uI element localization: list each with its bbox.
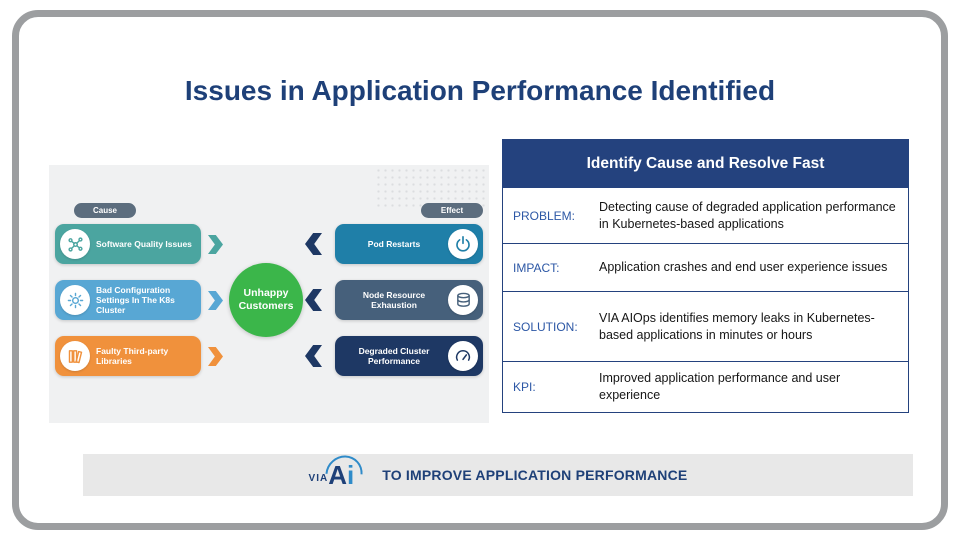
chevron-right-icon	[208, 347, 223, 366]
cause-box-label: Faulty Third-party Libraries	[96, 345, 169, 366]
identify-cause-table: Identify Cause and Resolve Fast PROBLEM:…	[502, 139, 909, 413]
cause-box-faulty-libraries: Faulty Third-party Libraries	[55, 336, 201, 376]
chevron-left-icon	[305, 233, 322, 255]
effect-box-label: Degraded Cluster Performance	[358, 345, 430, 366]
effect-box-node-resource-exhaustion: Node Resource Exhaustion	[335, 280, 483, 320]
row-label: SOLUTION:	[513, 319, 578, 334]
row-text: Improved application performance and use…	[599, 371, 841, 402]
cause-box-software-quality: Software Quality Issues	[55, 224, 201, 264]
cause-label-pill: Cause	[74, 203, 136, 218]
library-icon	[60, 341, 90, 371]
unhappy-customers-circle: Unhappy Customers	[229, 263, 303, 337]
row-label: IMPACT:	[513, 260, 560, 275]
effect-box-degraded-cluster-performance: Degraded Cluster Performance	[335, 336, 483, 376]
row-label: KPI:	[513, 379, 536, 394]
chevron-right-icon	[208, 235, 223, 254]
logo-swoosh-icon	[318, 447, 371, 501]
chevron-left-icon	[305, 345, 322, 367]
network-icon	[60, 229, 90, 259]
footer-banner: VIA Ai TO IMPROVE APPLICATION PERFORMANC…	[83, 447, 913, 501]
table-header: Identify Cause and Resolve Fast	[503, 140, 908, 187]
logo-ai-i: i	[346, 460, 355, 490]
row-text: Detecting cause of degraded application …	[599, 199, 896, 231]
effect-box-label: Pod Restarts	[367, 238, 421, 249]
via-ai-logo: VIA Ai	[308, 447, 371, 501]
logo-ai-a: A	[328, 460, 347, 490]
cause-box-label: Software Quality Issues	[96, 238, 192, 249]
database-icon	[448, 285, 478, 315]
table-row: SOLUTION: VIA AIOps identifies memory le…	[503, 291, 908, 361]
chevron-left-icon	[305, 289, 322, 311]
chevron-right-icon	[208, 291, 223, 310]
cause-effect-diagram: Cause Effect Software Quality Issues Bad…	[49, 165, 489, 423]
row-label: PROBLEM:	[513, 208, 576, 223]
table-row: IMPACT: Application crashes and end user…	[503, 243, 908, 291]
cause-box-label: Bad Configuration Settings In The K8s Cl…	[96, 284, 175, 315]
effect-label-pill: Effect	[421, 203, 483, 218]
slide-frame: Issues in Application Performance Identi…	[12, 10, 948, 530]
gear-icon	[60, 285, 90, 315]
dot-pattern-decoration	[375, 167, 485, 209]
effect-box-label: Node Resource Exhaustion	[362, 289, 426, 310]
gauge-icon	[448, 341, 478, 371]
logo-via-text: VIA	[308, 473, 329, 484]
row-text: Application crashes and end user experie…	[599, 260, 888, 275]
power-icon	[448, 229, 478, 259]
table-row: KPI: Improved application performance an…	[503, 361, 908, 412]
page-title: Issues in Application Performance Identi…	[184, 75, 776, 106]
table-row: PROBLEM: Detecting cause of degraded app…	[503, 187, 908, 243]
row-text: VIA AIOps identifies memory leaks in Kub…	[599, 310, 875, 342]
cause-box-bad-configuration: Bad Configuration Settings In The K8s Cl…	[55, 280, 201, 320]
footer-slogan: TO IMPROVE APPLICATION PERFORMANCE	[382, 467, 688, 483]
effect-box-pod-restarts: Pod Restarts	[335, 224, 483, 264]
